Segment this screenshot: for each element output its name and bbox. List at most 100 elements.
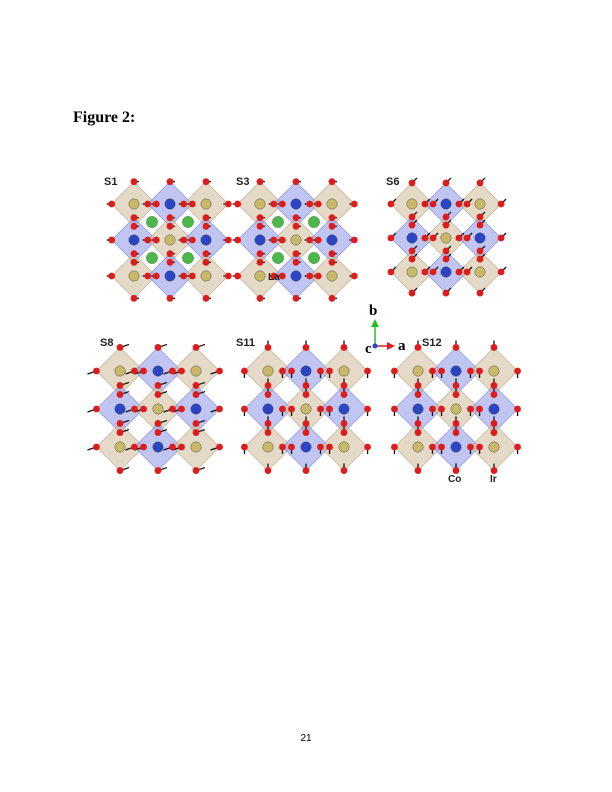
oxygen-atom xyxy=(130,258,138,266)
oxygen-atom xyxy=(350,272,358,280)
oxygen-atom xyxy=(288,443,295,451)
oxygen-atom xyxy=(256,222,264,230)
ir-atom xyxy=(290,234,302,246)
oxygen-atom xyxy=(202,178,210,186)
oxygen-atom xyxy=(328,214,336,222)
oxygen-atom xyxy=(270,200,278,208)
oxygen-atom xyxy=(256,250,264,258)
oxygen-atom xyxy=(414,429,422,436)
oxygen-atom xyxy=(306,272,314,280)
panel-label-s8: S8 xyxy=(100,337,113,349)
oxygen-atom xyxy=(202,294,210,302)
ir-atom xyxy=(262,365,274,377)
axis-a-arrowhead xyxy=(387,342,395,350)
atom-label-la: La xyxy=(268,272,280,283)
oxygen-atom xyxy=(241,443,248,451)
oxygen-atom xyxy=(326,405,333,413)
oxygen-atom xyxy=(93,405,100,413)
oxygen-atom xyxy=(292,258,300,266)
oxygen-atom xyxy=(364,367,371,375)
co-atom xyxy=(200,234,212,246)
ir-atom xyxy=(152,403,164,415)
co-atom xyxy=(474,232,486,244)
oxygen-atom xyxy=(328,250,336,258)
oxygen-atom xyxy=(414,344,422,351)
co-atom xyxy=(164,270,176,282)
oxygen-atom xyxy=(169,367,176,375)
oxygen-atom xyxy=(414,420,422,427)
oxygen-atom xyxy=(264,467,272,474)
oxygen-atom xyxy=(438,443,445,451)
oxygen-atom xyxy=(278,200,286,208)
oxygen-atom xyxy=(152,236,160,244)
panels-layer xyxy=(87,177,521,474)
oxygen-atom xyxy=(234,200,242,208)
oxygen-atom xyxy=(364,443,371,451)
oxygen-atom xyxy=(292,222,300,230)
ir-atom xyxy=(128,270,140,282)
oxygen-atom xyxy=(302,420,310,427)
oxygen-atom xyxy=(476,443,483,451)
ir-atom xyxy=(190,365,202,377)
oxygen-atom xyxy=(452,429,460,436)
ir-atom xyxy=(254,198,266,210)
oxygen-atom xyxy=(278,236,286,244)
panel-label-s12: S12 xyxy=(422,337,442,349)
oxygen-atom xyxy=(328,178,336,186)
oxygen-atom xyxy=(306,200,314,208)
la-atom xyxy=(146,252,158,264)
la-atom xyxy=(182,216,194,228)
oxygen-atom xyxy=(270,236,278,244)
structure-panel-5 xyxy=(241,340,371,474)
oxygen-atom xyxy=(130,294,138,302)
oxygen-atom xyxy=(154,382,162,389)
oxygen-atom xyxy=(391,405,398,413)
panel-label-s1: S1 xyxy=(104,176,117,188)
oxygen-atom xyxy=(116,344,124,351)
la-atom xyxy=(182,252,194,264)
oxygen-atom xyxy=(442,247,450,255)
oxygen-atom xyxy=(463,268,471,276)
oxygen-atom xyxy=(391,443,398,451)
oxygen-atom xyxy=(314,272,322,280)
ir-atom xyxy=(114,365,126,377)
oxygen-atom xyxy=(264,429,272,436)
axis-c-origin xyxy=(372,343,378,349)
co-atom xyxy=(338,403,350,415)
co-atom xyxy=(152,441,164,453)
oxygen-atom xyxy=(490,382,498,389)
oxygen-atom xyxy=(340,344,348,351)
oxygen-atom xyxy=(188,200,196,208)
atom-label-ir: Ir xyxy=(490,474,497,485)
page-number: 21 xyxy=(300,733,312,744)
oxygen-atom xyxy=(340,391,348,398)
oxygen-atom xyxy=(108,200,116,208)
structure-panel-2 xyxy=(232,178,358,302)
oxygen-atom xyxy=(514,367,521,375)
ir-atom xyxy=(450,403,462,415)
oxygen-atom xyxy=(256,258,264,266)
oxygen-atom xyxy=(317,367,324,375)
la-atom xyxy=(308,252,320,264)
ir-atom xyxy=(474,198,486,210)
oxygen-atom xyxy=(166,250,174,258)
oxygen-atom xyxy=(288,405,295,413)
oxygen-atom xyxy=(476,255,484,263)
oxygen-atom xyxy=(408,247,416,255)
oxygen-atom xyxy=(455,268,463,276)
oxygen-atom xyxy=(364,405,371,413)
co-atom xyxy=(128,234,140,246)
oxygen-atom xyxy=(463,200,471,208)
oxygen-atom xyxy=(140,367,147,375)
ir-atom xyxy=(200,270,212,282)
oxygen-atom xyxy=(463,234,471,242)
oxygen-atom xyxy=(93,367,100,375)
oxygen-atom xyxy=(490,420,498,427)
structure-panel-6 xyxy=(391,340,521,474)
oxygen-atom xyxy=(130,178,138,186)
oxygen-atom xyxy=(241,405,248,413)
oxygen-atom xyxy=(292,178,300,186)
ir-atom xyxy=(190,441,202,453)
oxygen-atom xyxy=(476,221,484,229)
co-atom xyxy=(450,441,462,453)
